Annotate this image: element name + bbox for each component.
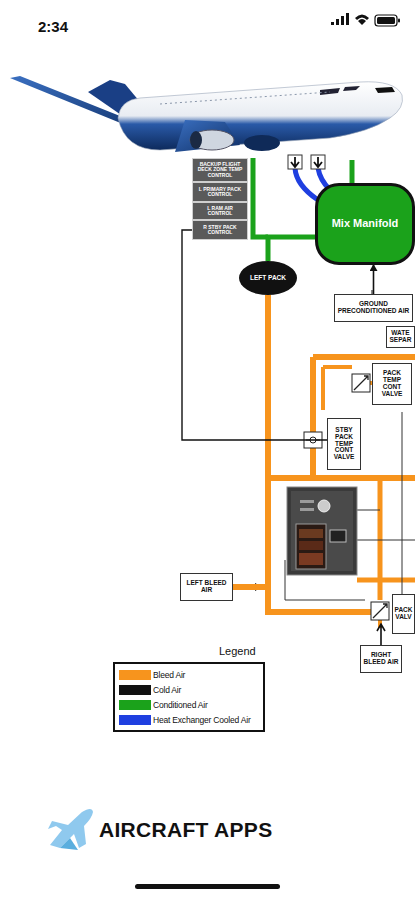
control-box: R STBY PACK CONTROL	[192, 220, 248, 240]
node-label: LEFT BLEED AIR	[183, 580, 230, 594]
node-label: WATE SEPAR	[389, 330, 412, 344]
source-box: RIGHT BLEED AIR	[360, 645, 402, 673]
mix-manifold: Mix Manifold	[315, 183, 415, 265]
status-time: 2:34	[38, 18, 68, 35]
node-label: L RAM AIR CONTROL	[195, 206, 245, 217]
separator-box: WATE SEPAR	[386, 326, 415, 348]
air-pipes	[253, 155, 415, 628]
legend-text: Bleed Air	[153, 670, 185, 680]
node-label: Mix Manifold	[332, 218, 399, 230]
node-label: STBY PACK TEMP CONT VALVE	[330, 427, 358, 461]
legend-row: Heat Exchanger Cooled Air	[119, 712, 259, 727]
legend-swatch	[119, 685, 151, 695]
control-panel	[287, 487, 357, 575]
legend-text: Heat Exchanger Cooled Air	[153, 715, 251, 725]
air-connector	[373, 265, 375, 294]
legend-row: Cold Air	[119, 682, 259, 697]
air-connector	[182, 230, 327, 440]
legend-swatch	[119, 670, 151, 680]
legend-title: Legend	[219, 645, 256, 657]
pack-ellipse: LEFT PACK	[239, 261, 297, 295]
control-box: BACKUP FLIGHT DECK ZONE TEMP CONTROL	[192, 158, 248, 182]
legend-text: Conditioned Air	[153, 700, 208, 710]
air-connector	[268, 237, 315, 261]
valve-box: STBY PACK TEMP CONT VALVE	[327, 418, 361, 470]
legend-swatch	[119, 700, 151, 710]
control-box: L RAM AIR CONTROL	[192, 202, 248, 220]
status-icons	[331, 13, 400, 26]
brand-name: AIRCRAFT APPS	[99, 818, 272, 842]
source-box: LEFT BLEED AIR	[180, 573, 233, 601]
node-label: GROUND PRECONDITIONED AIR	[337, 301, 410, 315]
logo-mark	[48, 809, 93, 850]
valve-symbols	[233, 374, 389, 645]
node-label: LEFT PACK	[250, 275, 286, 282]
legend-box: Bleed AirCold AirConditioned AirHeat Exc…	[113, 662, 265, 732]
legend-row: Conditioned Air	[119, 697, 259, 712]
node-label: PACK VALV	[395, 607, 413, 621]
legend-text: Cold Air	[153, 685, 181, 695]
control-box: L PRIMARY PACK CONTROL	[192, 182, 248, 202]
air-connector	[233, 295, 268, 587]
valve-box: PACK VALV	[392, 594, 415, 634]
node-label: RIGHT BLEED AIR	[363, 652, 399, 666]
source-box: GROUND PRECONDITIONED AIR	[334, 294, 413, 322]
node-label: L PRIMARY PACK CONTROL	[195, 187, 245, 198]
airplane-illustration	[10, 76, 403, 152]
home-indicator	[135, 884, 280, 889]
legend-row: Bleed Air	[119, 667, 259, 682]
valve-box: PACK TEMP CONT VALVE	[372, 363, 412, 405]
node-label: PACK TEMP CONT VALVE	[375, 370, 409, 397]
node-label: BACKUP FLIGHT DECK ZONE TEMP CONTROL	[195, 162, 245, 178]
node-label: R STBY PACK CONTROL	[195, 225, 245, 236]
legend-swatch	[119, 715, 151, 725]
